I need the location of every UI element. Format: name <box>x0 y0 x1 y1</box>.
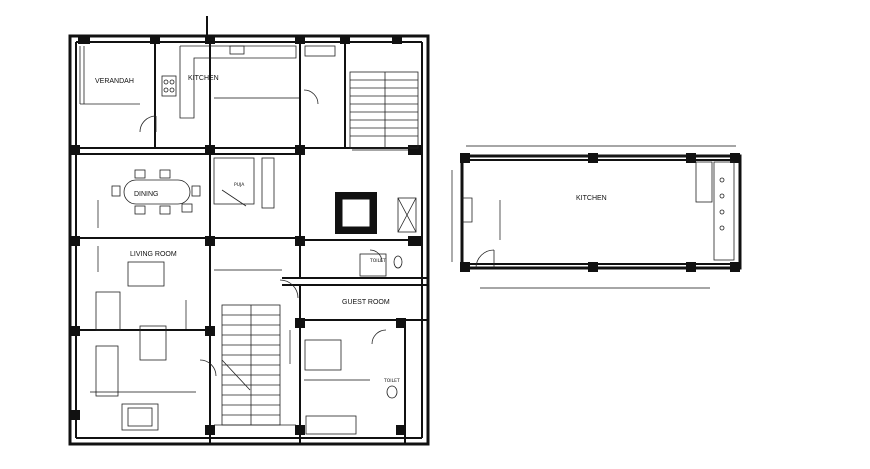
dimension-lines <box>90 97 410 393</box>
label-living-room: LIVING ROOM <box>130 251 177 258</box>
label-guest-room: GUEST ROOM <box>342 299 390 306</box>
label-verandah: VERANDAH <box>95 78 134 85</box>
label-dining: DINING <box>134 191 159 198</box>
living-room-furniture <box>95 261 167 431</box>
label-toilet-1: TOILET <box>369 258 386 264</box>
label-puja: PUJA <box>234 182 245 188</box>
label-toilet-2: TOILET <box>383 378 400 384</box>
staircase-upper <box>349 71 419 149</box>
dining-table <box>111 169 201 215</box>
ground-floor-plan: VERANDAH KITCHEN DINING LIVING ROOM GUES… <box>68 16 430 446</box>
doors <box>139 89 387 377</box>
guest-room-bed <box>304 339 342 371</box>
kitchen-counter <box>161 45 336 119</box>
label-kitchen: KITCHEN <box>188 75 219 82</box>
lift-shaft <box>341 198 371 228</box>
label-kitchen-detail: KITCHEN <box>576 195 607 202</box>
kitchen-detail-plan: KITCHEN <box>451 145 742 289</box>
staircase-central <box>214 304 296 426</box>
toilet-fixtures <box>359 253 403 399</box>
